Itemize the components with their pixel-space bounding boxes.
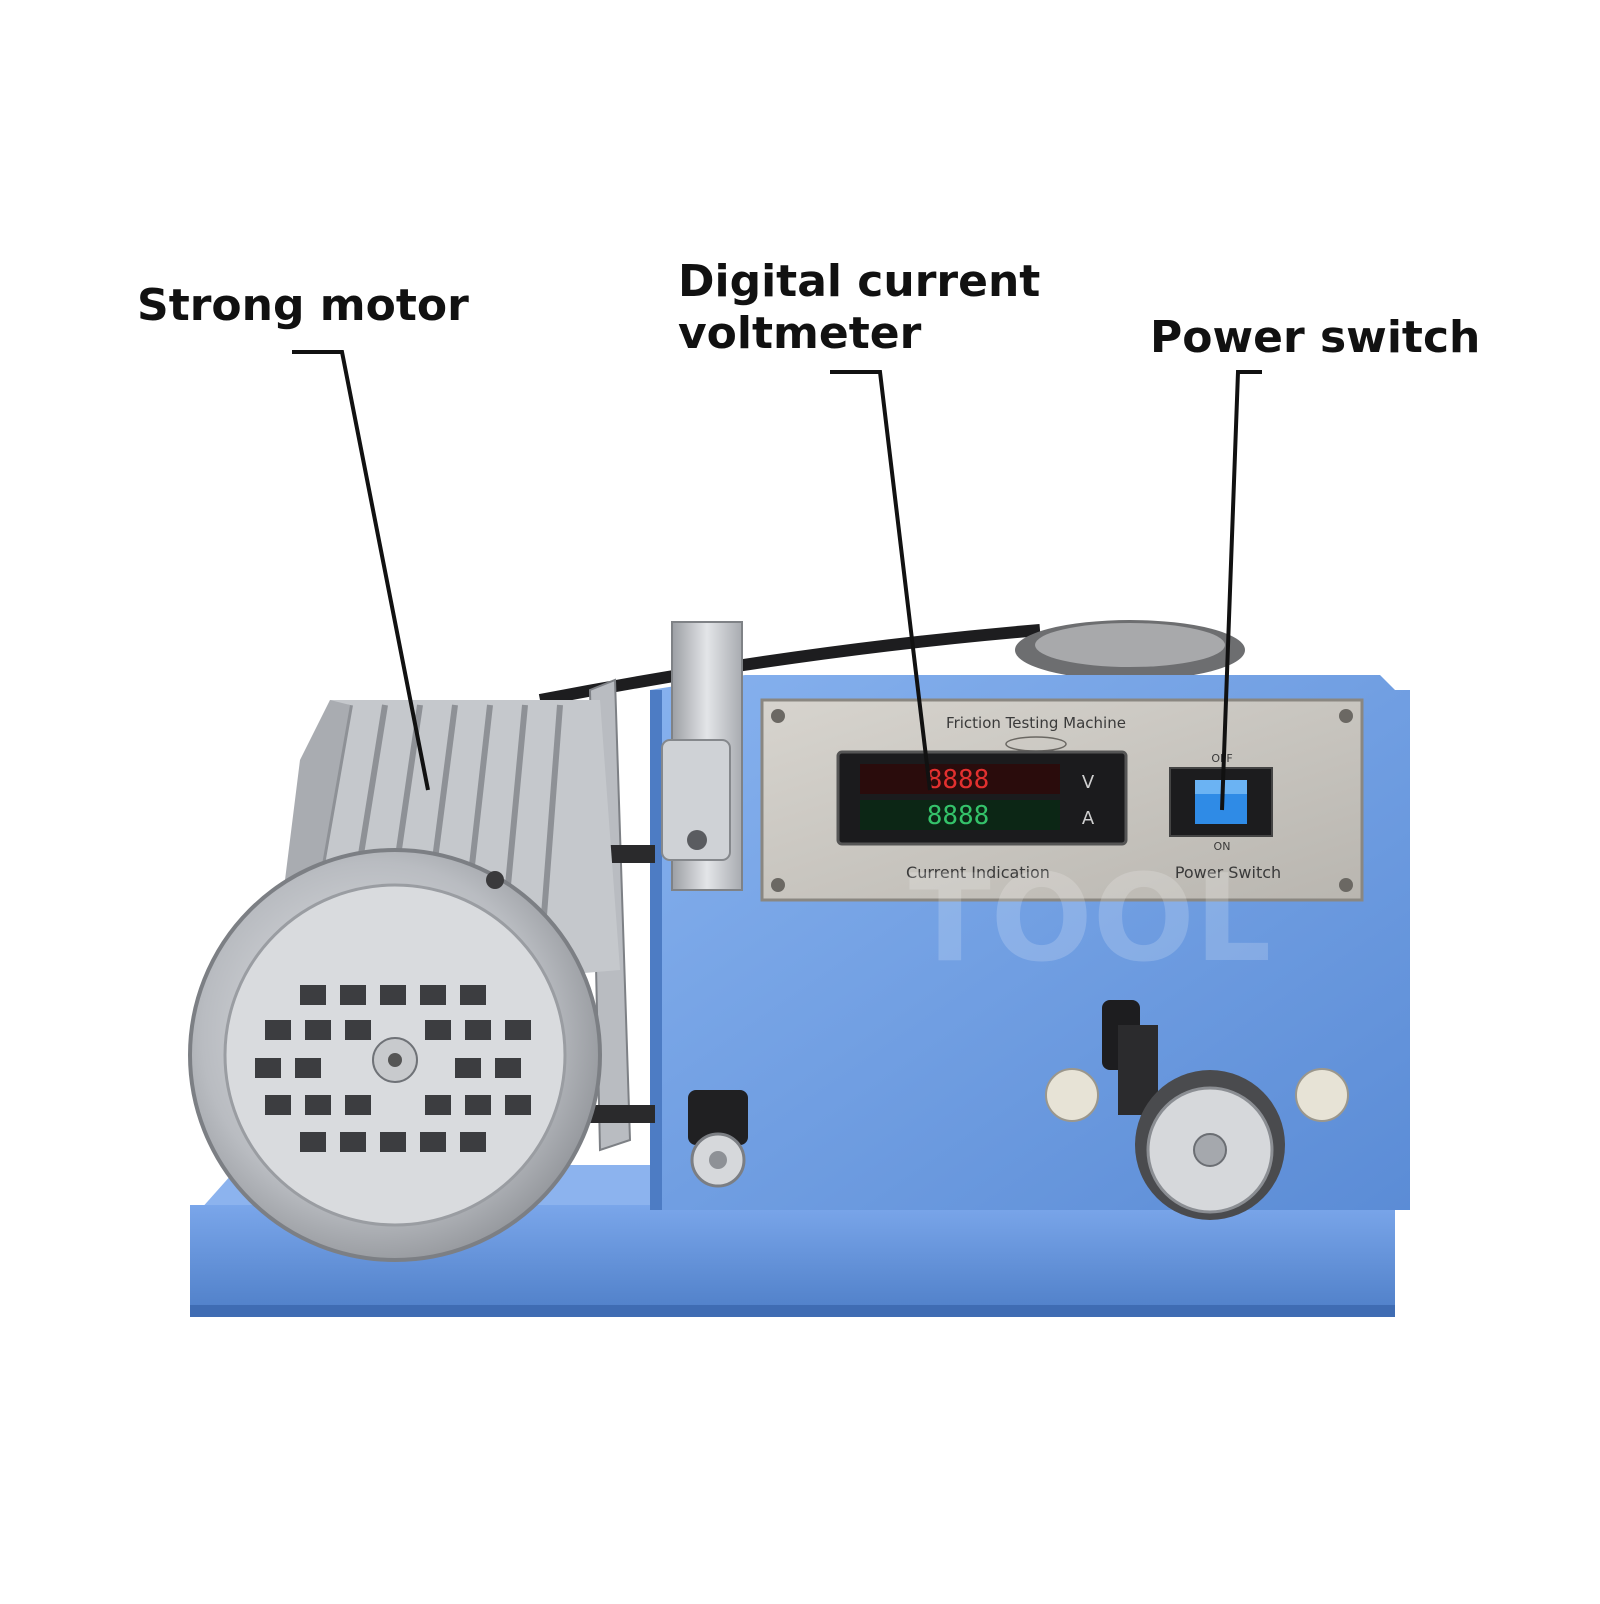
motor [188,700,620,1262]
callout-meter-line2: voltmeter [678,308,922,359]
callout-strong-motor: Strong motor [137,280,469,331]
leader-meter [830,370,932,791]
callout-meter-line1: Digital current [678,256,1041,307]
callout-leaders [292,350,1262,811]
plate-title: Friction Testing Machine [946,714,1126,732]
switch-caption: Power Switch [1175,863,1281,882]
switch-on-label: ON [1214,840,1231,853]
fan-grille [255,985,531,1152]
friction-wheel [1045,1000,1349,1220]
front-knob[interactable] [688,1090,748,1188]
upright-arm [661,621,743,891]
meter-green-readout: 8888 [927,801,990,831]
callout-digital-current-voltmeter: Digital current voltmeter [678,256,1040,360]
meter-caption: Current Indication [906,863,1050,882]
watermark: TOOL [909,850,1271,989]
digital-current-voltmeter: 8888 8888 V A [836,750,1128,846]
leader-motor [292,350,430,791]
svg-text:A: A [1082,808,1095,829]
callout-power-switch: Power switch [1150,312,1481,363]
meter-red-readout: 8888 [927,765,990,795]
svg-text:V: V [1082,772,1095,793]
leader-switch [1220,370,1262,811]
